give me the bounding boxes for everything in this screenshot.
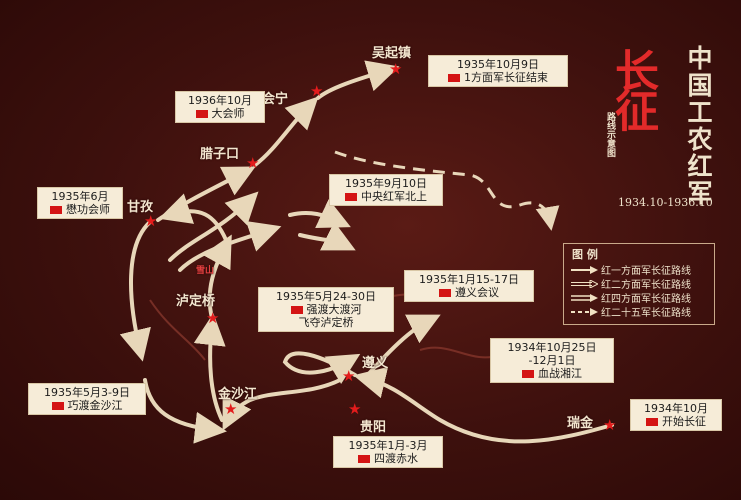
event-label: 1936年10月大会师 <box>175 91 265 123</box>
star-guiyang-icon: ★ <box>348 400 362 418</box>
legend-item: 红二十五军长征路线 <box>570 304 691 319</box>
event-label: 1935年6月懋功会师 <box>37 187 123 219</box>
place-huining: 会宁 <box>262 92 289 107</box>
star-zunyi-icon: ★ <box>342 367 356 385</box>
place-xuejiashan: 雪山 <box>196 266 215 276</box>
star-wuqizhen-icon: ★ <box>389 60 403 78</box>
event-label: 1935年1月-3月四渡赤水 <box>333 436 443 468</box>
legend-item: 红一方面军长征路线 <box>570 262 691 277</box>
star-ganzi-icon: ★ <box>144 212 158 230</box>
legend-item: 红四方面军长征路线 <box>570 290 691 305</box>
place-jinshajiang: 金沙江 <box>218 387 258 402</box>
map-subtitle: 路线示意图 <box>605 112 615 157</box>
star-ruijin-icon: ★ <box>603 416 617 434</box>
place-ganzi: 甘孜 <box>127 200 154 215</box>
event-label: 1934年10月25日-12月1日血战湘江 <box>490 338 614 383</box>
place-zunyi: 遵义 <box>362 356 389 371</box>
event-label: 1935年1月15-17日遵义会议 <box>404 270 534 302</box>
map-legend: 图 例 红一方面军长征路线 红二方面军长征路线 红四方面军长征路线 红二十五军长… <box>563 243 715 325</box>
place-lazikou: 腊子口 <box>200 147 240 162</box>
star-jinshajiang-icon: ★ <box>224 400 238 418</box>
star-lazikou-icon: ★ <box>246 154 260 172</box>
star-luding-icon: ★ <box>206 309 220 327</box>
map-title-main: 中国工农红军 <box>684 45 713 207</box>
map-title-dates: 1934.10-1936.10 <box>618 196 713 209</box>
map-title-calligraphy: 长征 <box>607 48 658 128</box>
event-label: 1935年5月24-30日强渡大渡河飞夺泸定桥 <box>258 287 394 332</box>
star-huining-icon: ★ <box>310 82 324 100</box>
event-label: 1934年10月开始长征 <box>630 399 722 431</box>
place-guiyang: 贵阳 <box>360 420 387 435</box>
legend-item: 红二方面军长征路线 <box>570 276 691 291</box>
event-label: 1935年5月3-9日巧渡金沙江 <box>28 383 146 415</box>
place-ruijin: 瑞金 <box>567 416 594 431</box>
legend-heading: 图 例 <box>572 248 598 261</box>
place-wuqizhen: 吴起镇 <box>372 46 412 61</box>
event-label: 1935年9月10日中央红军北上 <box>329 174 443 206</box>
place-luding: 泸定桥 <box>176 294 216 309</box>
